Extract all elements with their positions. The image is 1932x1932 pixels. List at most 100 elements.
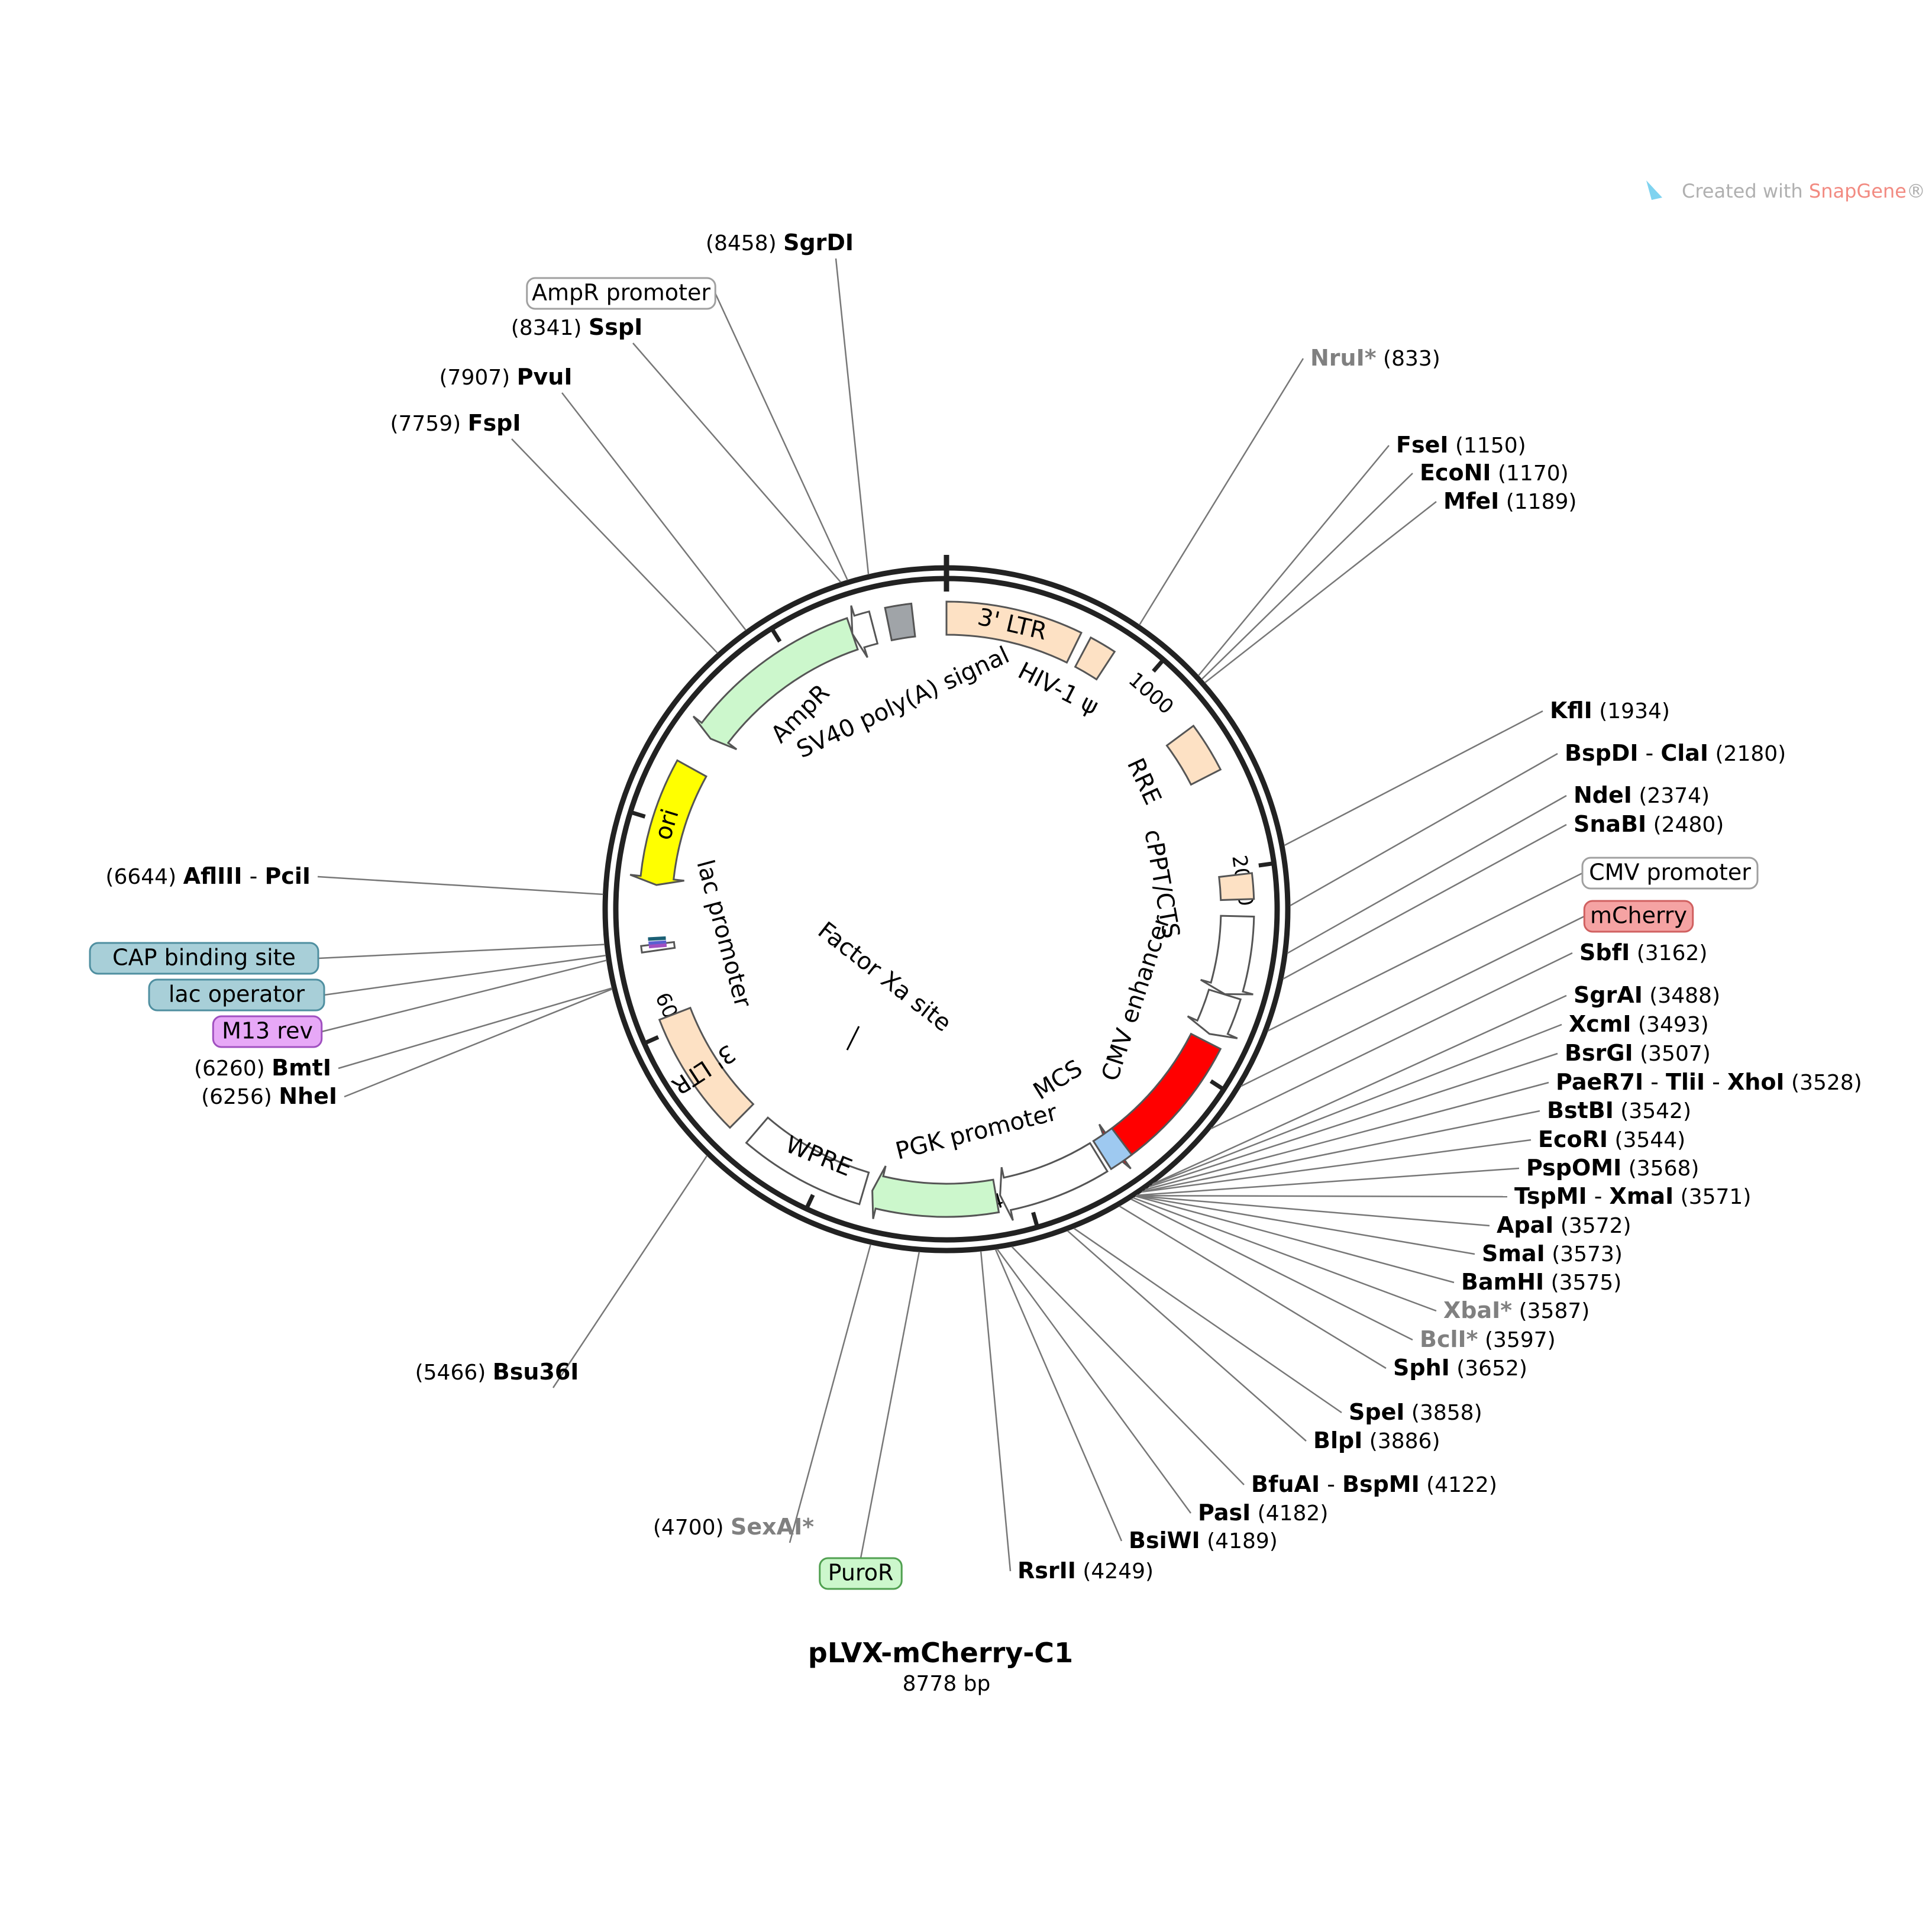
feature-ori-13[interactable]	[629, 759, 707, 886]
site-sspi[interactable]: (8341) SspI	[511, 314, 642, 340]
site-pspomi[interactable]: PspOMI (3568)	[1526, 1155, 1699, 1181]
site-label-text: BlpI (3886)	[1313, 1427, 1440, 1453]
separator: -	[1320, 1471, 1342, 1497]
boxed-label-m13-rev[interactable]: M13 rev	[212, 1015, 323, 1048]
boxed-label-frame	[1581, 857, 1759, 890]
site-label-text: (6644) AflIII - PciI	[105, 863, 311, 889]
site-sgrai[interactable]: SgrAI (3488)	[1574, 982, 1720, 1008]
site-nrui[interactable]: NruI* (833)	[1310, 345, 1440, 371]
site-position: (3597)	[1478, 1328, 1556, 1352]
site-name: PaeR7I	[1556, 1069, 1643, 1095]
site-position: (3571)	[1673, 1185, 1751, 1209]
site-position: (3542)	[1614, 1099, 1691, 1123]
site-bfuai[interactable]: BfuAI - BspMI (4122)	[1251, 1471, 1497, 1497]
site-pvui[interactable]: (7907) PvuI	[440, 364, 573, 390]
site-position: (3886)	[1362, 1429, 1440, 1453]
site-sphi[interactable]: SphI (3652)	[1393, 1355, 1527, 1381]
leader-lines	[317, 258, 1585, 1572]
feature-ampr-promoter-15[interactable]	[850, 605, 879, 658]
feature-pgk-promoter-8[interactable]	[999, 1142, 1109, 1221]
site-smai[interactable]: SmaI (3573)	[1482, 1240, 1623, 1267]
snapgene-logo-icon	[1646, 180, 1662, 200]
site-ecori[interactable]: EcoRI (3544)	[1538, 1126, 1685, 1152]
site-bsu36i[interactable]: (5466) Bsu36I	[415, 1359, 579, 1385]
feature-3-ltr-0[interactable]	[945, 600, 1083, 664]
site-sbfi[interactable]: SbfI (3162)	[1579, 939, 1707, 965]
boxed-label-leader	[318, 944, 605, 959]
feature-cmv-promoter-5[interactable]	[1187, 988, 1242, 1039]
site-snabi[interactable]: SnaBI (2480)	[1574, 811, 1724, 837]
site-bcli[interactable]: BclI* (3597)	[1420, 1326, 1556, 1352]
site-ndei[interactable]: NdeI (2374)	[1574, 782, 1710, 808]
site-xcmi[interactable]: XcmI (3493)	[1569, 1011, 1709, 1037]
inner-feature-labels: HIV-1 ψ RRE cPPT/CTS CMV enhancer MCS PG…	[691, 641, 1184, 1182]
site-name: BclI*	[1420, 1326, 1478, 1352]
boxed-label-lac-operator[interactable]: lac operator	[148, 978, 325, 1012]
site-position: (7759)	[390, 412, 467, 436]
site-position: (4700)	[653, 1516, 731, 1540]
site-label-text: (7907) PvuI	[440, 364, 573, 390]
feature-puror-9[interactable]	[871, 1165, 1000, 1219]
site-apai[interactable]: ApaI (3572)	[1497, 1212, 1631, 1238]
site-position: (3507)	[1633, 1042, 1711, 1066]
site-fspi[interactable]: (7759) FspI	[390, 410, 521, 436]
feature-hiv-1-1[interactable]	[1074, 636, 1116, 681]
site-label-text: (6260) BmtI	[194, 1055, 331, 1081]
site-blpi[interactable]: BlpI (3886)	[1313, 1427, 1440, 1453]
site-econi[interactable]: EcoNI (1170)	[1420, 460, 1569, 486]
site-nhei[interactable]: (6256) NheI	[201, 1083, 337, 1109]
site-leader-line	[1210, 952, 1573, 1130]
boxed-label-ampr-promoter[interactable]: AmpR promoter	[526, 277, 716, 310]
site-name: SspI	[589, 314, 642, 340]
site-leader-line	[1284, 710, 1543, 847]
site-label-text: BstBI (3542)	[1547, 1097, 1691, 1123]
boxed-label-mcherry[interactable]: mCherry	[1583, 900, 1694, 933]
boxed-label-cmv-promoter[interactable]: CMV promoter	[1581, 857, 1759, 890]
site-bstbi[interactable]: BstBI (3542)	[1547, 1097, 1691, 1123]
feature-mcs-7[interactable]	[1092, 1127, 1133, 1171]
site-leader-line	[552, 1155, 708, 1388]
site-bmti[interactable]: (6260) BmtI	[194, 1055, 331, 1081]
tick-label-1000: 1000	[1124, 668, 1178, 719]
boxed-label-text: mCherry	[1590, 903, 1687, 929]
site-label-text: SnaBI (2480)	[1574, 811, 1724, 837]
feature-3-ltr-11[interactable]	[658, 1006, 755, 1129]
site-xbai[interactable]: XbaI* (3587)	[1443, 1297, 1589, 1323]
site-name: SbfI	[1579, 939, 1630, 965]
feature-cmv-enhancer-4[interactable]	[1200, 915, 1255, 996]
site-sexai[interactable]: (4700) SexAI*	[653, 1514, 814, 1540]
feature-wpre-10[interactable]	[745, 1116, 870, 1206]
site-kfli[interactable]: KflI (1934)	[1550, 697, 1670, 723]
site-leader-line	[1119, 1205, 1387, 1369]
site-label-text: SmaI (3573)	[1482, 1240, 1623, 1267]
site-spei[interactable]: SpeI (3858)	[1349, 1399, 1482, 1425]
feature-cppt-cts-3[interactable]	[1218, 872, 1255, 902]
site-tspmi[interactable]: TspMI - XmaI (3571)	[1514, 1183, 1751, 1209]
site-pasi[interactable]: PasI (4182)	[1198, 1500, 1328, 1526]
site-leader-line	[1137, 1167, 1520, 1196]
site-sgrdi[interactable]: (8458) SgrDI	[706, 230, 854, 256]
site-bsrgi[interactable]: BsrGI (3507)	[1565, 1040, 1711, 1066]
site-name: PspOMI	[1526, 1155, 1621, 1181]
boxed-label-cap-binding-site[interactable]: CAP binding site	[89, 942, 319, 975]
site-rsrii[interactable]: RsrII (4249)	[1017, 1558, 1154, 1584]
site-paer7i[interactable]: PaeR7I - TliI - XhoI (3528)	[1556, 1069, 1862, 1095]
boxed-label-frame	[1583, 900, 1694, 933]
site-name: SnaBI	[1574, 811, 1646, 837]
site-name: SgrAI	[1574, 982, 1643, 1008]
site-mfei[interactable]: MfeI (1189)	[1443, 488, 1576, 514]
site-fsei[interactable]: FseI (1150)	[1396, 432, 1526, 458]
feature-sv40-poly-a-signal-16[interactable]	[884, 602, 916, 642]
site-name: MfeI	[1443, 488, 1499, 514]
site-name: PvuI	[517, 364, 573, 390]
feature-ampr-14[interactable]	[692, 617, 859, 751]
site-bamhi[interactable]: BamHI (3575)	[1461, 1269, 1621, 1295]
site-bspdi[interactable]: BspDI - ClaI (2180)	[1565, 740, 1786, 766]
site-bsiwi[interactable]: BsiWI (4189)	[1129, 1527, 1278, 1553]
boxed-label-puror[interactable]: PuroR	[819, 1557, 903, 1590]
site-leader-line	[1142, 1110, 1540, 1193]
feature-rre-2[interactable]	[1165, 724, 1222, 786]
site-afliii[interactable]: (6644) AflIII - PciI	[105, 863, 311, 889]
